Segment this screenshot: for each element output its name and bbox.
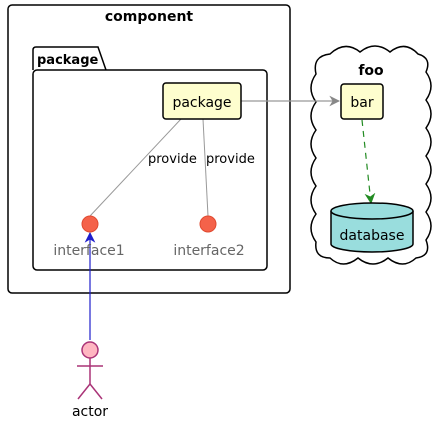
actor-left-leg [77,383,91,400]
interface2[interactable]: interface2 [173,215,245,259]
interface2-label: interface2 [173,243,244,259]
database-node-label: database [340,228,405,244]
edge-label-provide-1: provide [148,152,197,167]
interface2-circle[interactable] [199,215,217,233]
cloud-foo-title: foo [358,63,384,79]
database-node-body[interactable] [330,211,414,253]
bar-node-box[interactable] [340,83,384,120]
interface1-circle[interactable] [81,215,99,233]
component-frame-title: component [105,9,194,25]
edge-label-provide-2: provide [206,152,255,167]
actor-head[interactable] [81,341,99,359]
edge-package-to-interface1 [89,118,182,217]
bar-node[interactable]: bar [340,83,384,120]
database-node-top [330,202,414,220]
edges: provide provide [84,95,376,340]
actor-right-leg [89,383,103,400]
edge-bar-to-database [361,119,376,205]
interface1-label: interface1 [53,243,124,259]
database-node[interactable]: database [330,202,414,253]
actor-label: actor [72,404,108,420]
package-frame-tab-label: package [37,53,99,68]
package-node-label: package [172,95,231,111]
package-node[interactable]: package [162,82,242,120]
package-node-box[interactable] [162,82,242,120]
actor[interactable]: actor [72,341,108,420]
interface1[interactable]: interface1 [53,215,125,259]
edge-package-to-interface2 [202,118,209,217]
package-frame-tab [32,46,107,71]
bar-node-label: bar [350,95,373,111]
